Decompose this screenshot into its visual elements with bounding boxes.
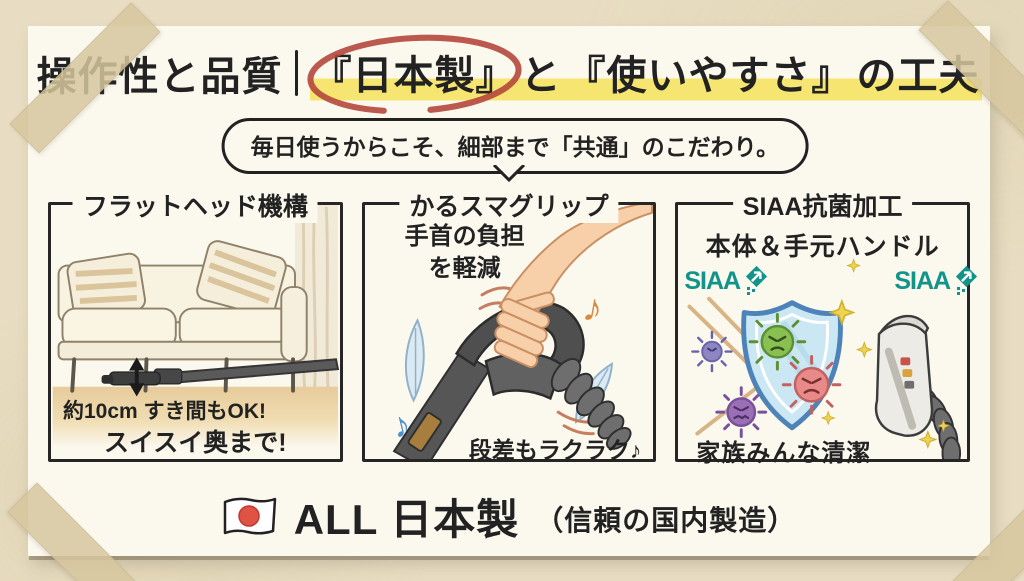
japan-flag-icon [223, 497, 276, 535]
paper-card: 操作性と品質 『日本製』 と 『使いやすさ』 の工夫 毎日使うからこそ、細部まで… [7, 0, 1024, 581]
sofa [57, 240, 308, 363]
panel2-note-line1: 手首の負担 [404, 223, 525, 250]
footer-sub-text: （信頼の国内製造） [535, 505, 797, 536]
panel-grip: かるスマグリップ ♪ ♪ [361, 187, 657, 463]
all-made-in-japan-label: ALL 日本製 [293, 495, 520, 543]
sparkle-icon [821, 258, 951, 449]
title-divider [294, 50, 298, 96]
germ-purple-small-icon [691, 330, 734, 373]
siaa-diamond-icon [745, 265, 768, 295]
speech-bubble-tail [493, 165, 525, 183]
panel1-caption-reach: スイスイ奥まで! [104, 429, 287, 457]
germ-pink-icon [782, 354, 842, 415]
panel-flat-head: フラットヘッド機構 [48, 187, 343, 462]
panel-flat-head-title: フラットヘッド機構 [72, 187, 318, 223]
siaa-diamond-icon [955, 265, 978, 295]
siaa-logo-text: SIAA [894, 266, 951, 295]
sofa-vacuum-illustration [52, 205, 340, 448]
siaa-logo-text: SIAA [684, 266, 741, 295]
footer: ALL 日本製 （信頼の国内製造） [28, 484, 990, 553]
handheld-vacuum [875, 314, 962, 459]
music-note-orange-icon: ♪ [579, 286, 606, 332]
panel-siaa: SIAA抗菌加工 本体＆手元ハンドル SIAA SIAA [675, 187, 978, 467]
gap-arrow-icon [129, 357, 145, 397]
title-ease-of-use: 『使いやすさ』 [563, 42, 855, 104]
floor [52, 386, 338, 448]
germ-purple-big-icon [715, 386, 768, 438]
germ-green-icon [748, 312, 807, 371]
panel3-subtitle: 本体＆手元ハンドル [705, 233, 940, 261]
panel1-caption-gap: 約10cm すき間もOK! [63, 400, 267, 423]
title-made-in-japan-text: 『日本製』 [311, 53, 517, 98]
panel2-note: 手首の負担 を軽減 [365, 221, 565, 285]
title-mid: と [518, 42, 564, 104]
panel-grip-title: かるスマグリップ [399, 187, 619, 223]
panel-siaa-title: SIAA抗菌加工 [732, 187, 913, 223]
footer-main-text: ALL 日本製 [293, 486, 522, 553]
siaa-logo-right: SIAA [894, 265, 981, 297]
feature-panels: フラットヘッド機構 [48, 187, 978, 467]
title-made-in-japan: 『日本製』 [306, 34, 522, 114]
hand-grip-illustration: ♪ ♪ [388, 205, 653, 459]
page-title: 操作性と品質 『日本製』 と 『使いやすさ』 の工夫 [28, 34, 990, 114]
panel2-note-line2: を軽減 [428, 255, 501, 282]
panel2-caption: 段差もラクラク♪ [468, 437, 642, 463]
panel3-caption: 家族みんな清潔 [696, 440, 872, 467]
siaa-logo-left: SIAA [684, 265, 771, 297]
speech-bubble: 毎日使うからこそ、細部まで「共通」のこだわり。 [221, 118, 809, 174]
shield-germs-illustration [687, 258, 962, 459]
